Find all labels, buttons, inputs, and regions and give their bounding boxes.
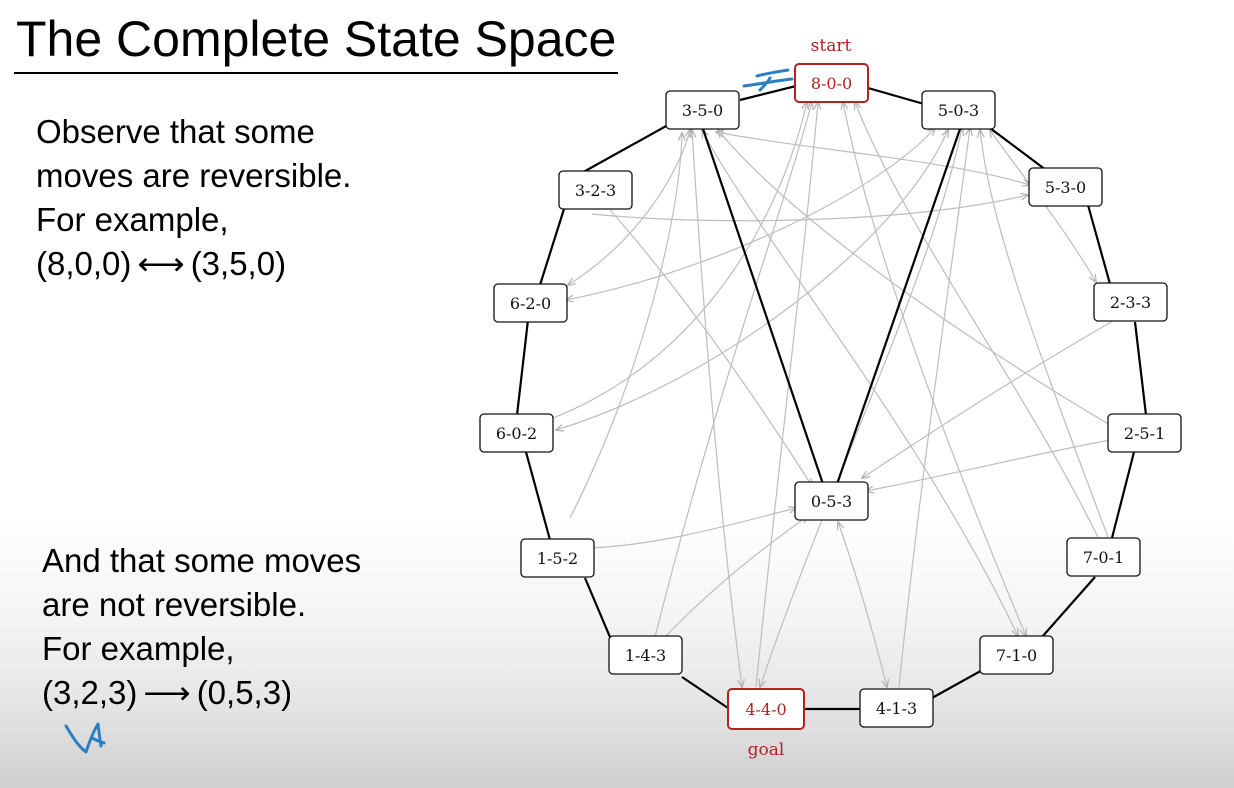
note-line: moves are reversible. — [36, 157, 352, 194]
nonreversible-note: And that some moves are not reversible. … — [42, 539, 361, 715]
state-label: 2-3-3 — [1110, 293, 1151, 312]
transition-edge — [838, 522, 887, 687]
state-node-5-0-3: 5-0-3 — [921, 90, 996, 130]
state-node-6-2-0: 6-2-0 — [493, 283, 568, 323]
transition-edge — [568, 130, 690, 285]
state-label: 6-2-0 — [510, 294, 551, 313]
state-node-4-1-3: 4-1-3 — [859, 688, 934, 728]
state-label: 6-0-2 — [496, 424, 537, 443]
transition-edge — [862, 317, 1119, 478]
transition-edge — [898, 128, 970, 688]
state-node-2-3-3: 2-3-3 — [1093, 282, 1168, 322]
goal-label: goal — [748, 740, 785, 760]
transition-edge — [755, 102, 818, 688]
slide-title: The Complete State Space — [14, 8, 619, 74]
transition-edge — [569, 133, 682, 519]
ring-edge — [515, 84, 1148, 711]
state-label: 0-5-3 — [811, 492, 852, 511]
state-node-1-5-2: 1-5-2 — [520, 538, 595, 578]
transition-edges — [552, 102, 1119, 688]
reversible-note: Observe that some moves are reversible. … — [36, 110, 351, 286]
reversible-example: (8,0,0)⟷(3,5,0) — [36, 242, 351, 286]
state-node-8-0-0: 8-0-0 — [794, 63, 869, 103]
nonreversible-example: (3,2,3)⟶(0,5,3) — [42, 671, 361, 715]
edge-350-053 — [701, 128, 826, 488]
pen-annotation-mark — [64, 722, 106, 754]
note-line: For example, — [36, 201, 229, 238]
start-label: start — [811, 36, 852, 56]
state-node-4-4-0: 4-4-0 — [727, 688, 805, 730]
pen-annotation-mark — [742, 68, 794, 92]
edge-503-053 — [834, 128, 962, 488]
example-left: (3,2,3) — [42, 674, 138, 711]
state-label: 3-5-0 — [682, 101, 723, 120]
state-label: 8-0-0 — [811, 74, 852, 93]
state-node-5-3-0: 5-3-0 — [1028, 167, 1103, 207]
state-label: 7-0-1 — [1083, 548, 1124, 567]
double-arrow-icon: ⟷ — [137, 245, 185, 282]
example-left: (8,0,0) — [36, 245, 132, 282]
state-node-3-2-3: 3-2-3 — [558, 170, 633, 210]
right-arrow-icon: ⟶ — [143, 674, 191, 711]
state-label: 4-1-3 — [876, 699, 917, 718]
state-node-7-1-0: 7-1-0 — [979, 635, 1054, 675]
transition-edge — [855, 102, 1099, 538]
state-label: 5-3-0 — [1045, 178, 1086, 197]
one-way-edges — [701, 128, 962, 488]
transition-edge — [589, 508, 796, 549]
state-node-2-5-1: 2-5-1 — [1107, 413, 1182, 453]
state-label: 5-0-3 — [938, 101, 979, 120]
transition-edge — [566, 128, 935, 300]
state-label: 1-4-3 — [625, 646, 666, 665]
example-right: (0,5,3) — [196, 674, 293, 711]
note-line: For example, — [42, 630, 235, 667]
state-node-0-5-3: 0-5-3 — [794, 481, 869, 521]
state-label: 1-5-2 — [537, 549, 578, 568]
note-line: And that some moves — [42, 542, 362, 579]
state-label: 7-1-0 — [996, 646, 1037, 665]
transition-edge — [609, 209, 812, 486]
state-node-6-0-2: 6-0-2 — [479, 413, 554, 453]
reversible-ring — [515, 84, 1148, 711]
state-label: 4-4-0 — [745, 700, 786, 719]
state-node-7-0-1: 7-0-1 — [1066, 537, 1141, 577]
state-label: 2-5-1 — [1124, 424, 1165, 443]
state-node-1-4-3: 1-4-3 — [608, 635, 683, 675]
transition-edge — [843, 102, 1026, 636]
note-line: are not reversible. — [42, 586, 307, 623]
example-right: (3,5,0) — [190, 245, 287, 282]
note-line: Observe that some — [36, 113, 315, 150]
transition-edge — [866, 439, 1111, 491]
transition-edge — [664, 516, 808, 638]
state-label: 3-2-3 — [575, 181, 616, 200]
state-node-3-5-0: 3-5-0 — [665, 90, 740, 130]
transition-edge — [716, 132, 1030, 185]
transition-edge — [552, 102, 807, 419]
